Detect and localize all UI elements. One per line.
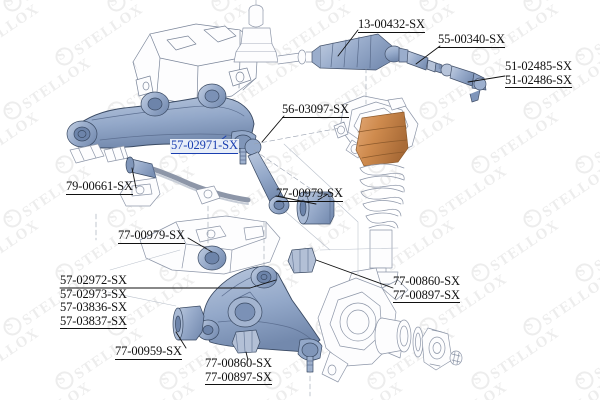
thin-guides (107, 143, 399, 307)
part-number-text: 13-00432-SX (358, 17, 425, 33)
part-wheel-hub-assembly (374, 317, 463, 371)
part-number-text: 77-00860-SX (205, 356, 272, 370)
part-steering-gear-boot (311, 33, 393, 71)
part-number-text: 57-03836-SX (60, 300, 127, 314)
part-number-text: 77-00979-SX (276, 186, 343, 202)
part-number-label: 77-00979-SX (118, 229, 185, 244)
part-number-text: 79-00661-SX (66, 179, 133, 195)
construction-lines (95, 0, 367, 397)
part-number-label: 55-00340-SX (438, 33, 505, 48)
steering-gear-housing (233, 4, 320, 65)
part-number-text: 57-02972-SX (60, 273, 127, 287)
part-outer-tie-rod-end (440, 63, 487, 103)
part-number-text: 77-00860-SX (393, 274, 460, 288)
stabilizer-bracket-outline (119, 177, 221, 207)
part-number-text: 55-00340-SX (438, 32, 505, 48)
part-lower-arm-bushing (172, 305, 205, 341)
part-number-text: 51-02485-SX (505, 59, 572, 73)
part-number-text: 77-00959-SX (115, 344, 182, 360)
part-number-label: 79-00661-SX (66, 180, 133, 195)
part-number-text: 57-02973-SX (60, 286, 127, 301)
part-number-label: 77-00959-SX (115, 345, 182, 360)
part-number-text: 77-00897-SX (205, 369, 272, 385)
part-upper-control-arm (66, 83, 257, 165)
part-number-text: 77-00979-SX (118, 228, 185, 244)
part-inner-tie-rod (384, 45, 443, 74)
part-number-label: 77-00979-SX (276, 187, 343, 202)
part-control-arm-bushing-upper (296, 191, 335, 225)
part-number-label: 56-03097-SX (282, 103, 349, 118)
part-number-text: 57-03837-SX (60, 313, 127, 329)
part-number-text: 51-02486-SX (505, 72, 572, 88)
part-number-label: 13-00432-SX (358, 18, 425, 33)
part-ball-joint-boot-lower (231, 329, 261, 354)
part-number-text: 57-02971-SX (171, 138, 238, 154)
part-ball-joint-boot-upper (287, 247, 317, 274)
part-number-text: 77-00897-SX (393, 287, 460, 303)
part-stabilizer-bar (69, 143, 251, 205)
part-number-label: 57-02971-SX (170, 139, 239, 154)
part-stabilizer-link (244, 138, 290, 215)
lower-subframe-outline (139, 215, 281, 275)
part-number-text: 56-03097-SX (282, 102, 349, 118)
